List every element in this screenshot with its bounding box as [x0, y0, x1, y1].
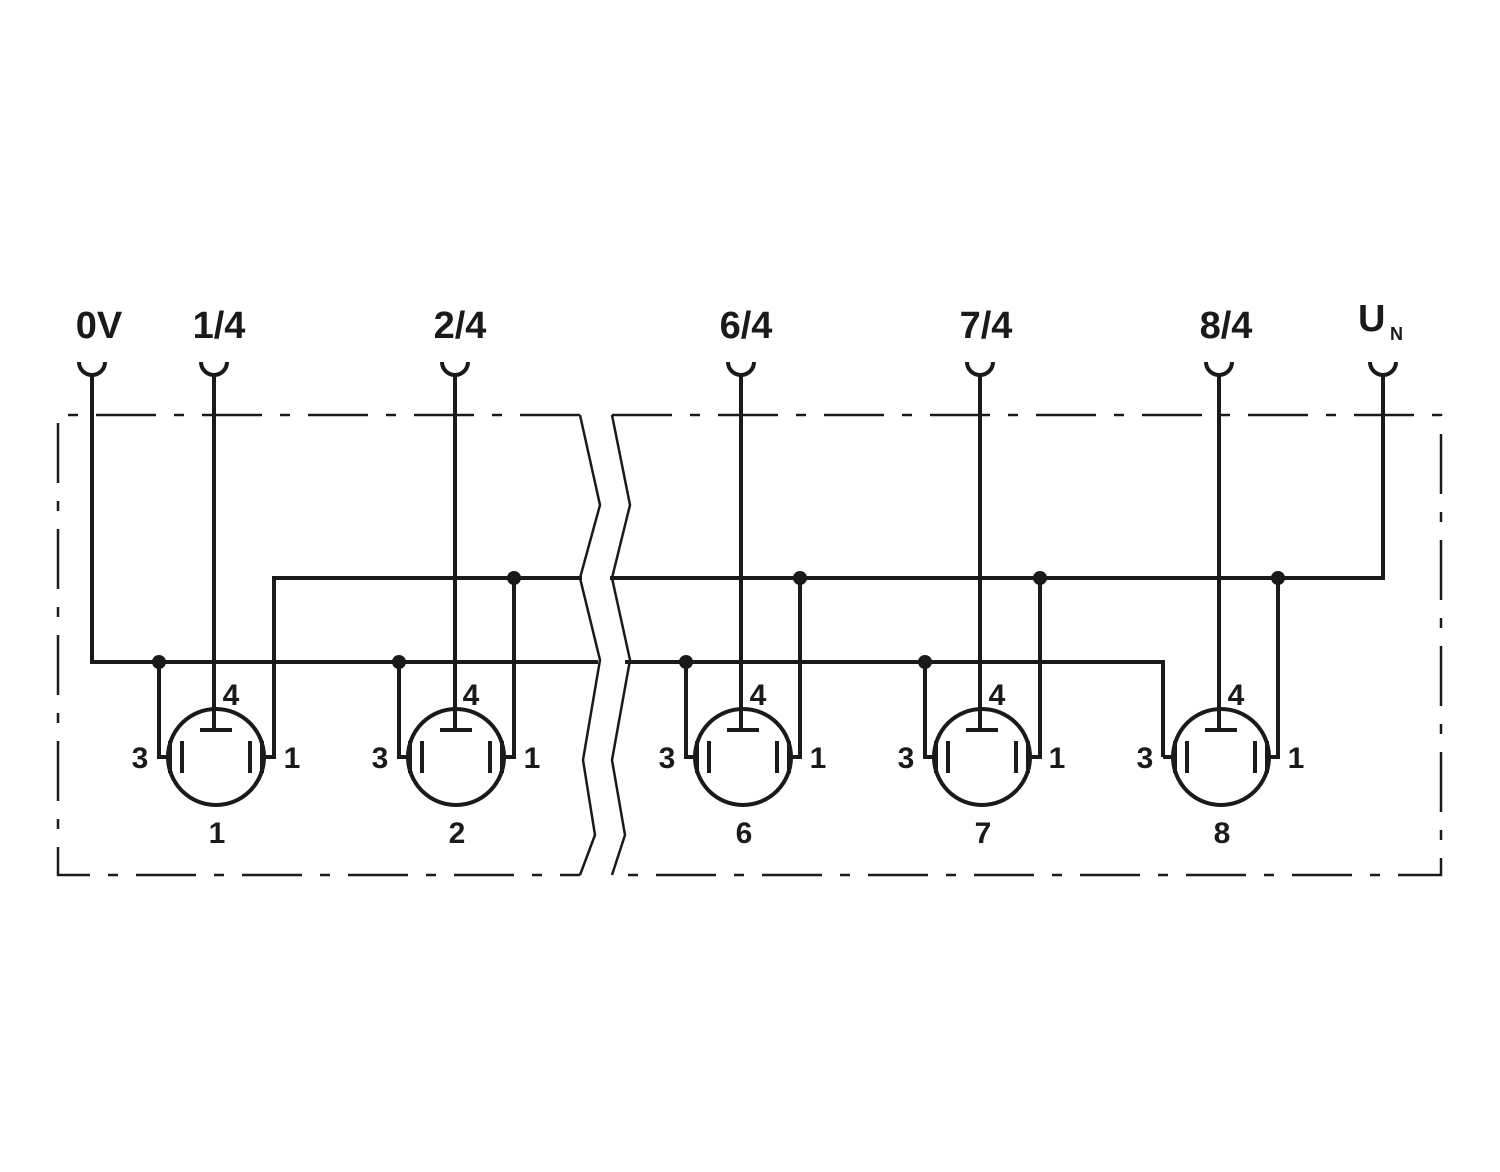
terminal-label-7-4: 7/4: [960, 305, 1013, 347]
pin-label-4: 4: [463, 679, 480, 712]
connector-number: 1: [209, 817, 226, 850]
connector-8: [1171, 707, 1271, 807]
connector-number: 6: [736, 817, 753, 850]
connector-number: 7: [975, 817, 992, 850]
connector-numbers: 1 2 6 7 8: [209, 817, 1231, 850]
terminal-label-1-4: 1/4: [193, 305, 246, 347]
junction-dots: [152, 571, 1285, 669]
break-mark: [578, 414, 632, 876]
pin-label-3: 3: [132, 742, 149, 775]
connector-number: 2: [449, 817, 466, 850]
terminal-cups: [77, 361, 1398, 377]
pin-label-4: 4: [989, 679, 1006, 712]
terminal-label-0v: 0V: [76, 305, 123, 347]
pin-label-1: 1: [810, 742, 827, 775]
connector-6: [693, 707, 793, 807]
terminal-label-un-subscript: N: [1390, 324, 1403, 344]
pin-label-3: 3: [372, 742, 389, 775]
terminal-labels: 0V 1/4 2/4 6/4 7/4 8/4 U N: [76, 298, 1403, 347]
pin-label-1: 1: [1288, 742, 1305, 775]
pin-label-4: 4: [750, 679, 767, 712]
terminal-label-un: U: [1358, 298, 1385, 340]
pin-label-3: 3: [1137, 742, 1154, 775]
pin-label-1: 1: [1049, 742, 1066, 775]
pin-label-1: 1: [524, 742, 541, 775]
pin-label-3: 3: [659, 742, 676, 775]
wiring: [90, 375, 1385, 759]
pin-labels: 4 3 1 4 3 1 4 3 1 4 3 1 4 3 1: [132, 679, 1305, 775]
pin-label-4: 4: [1228, 679, 1245, 712]
terminal-label-2-4: 2/4: [434, 305, 487, 347]
pin-label-3: 3: [898, 742, 915, 775]
terminal-label-8-4: 8/4: [1200, 305, 1253, 347]
connector-7: [932, 707, 1032, 807]
terminal-label-6-4: 6/4: [720, 305, 773, 347]
pin-label-4: 4: [223, 679, 240, 712]
enclosure-outline: [56, 413, 1443, 877]
connector-number: 8: [1214, 817, 1231, 850]
pin-label-1: 1: [284, 742, 301, 775]
connector-2: [406, 707, 506, 807]
connector-1: [166, 707, 266, 807]
